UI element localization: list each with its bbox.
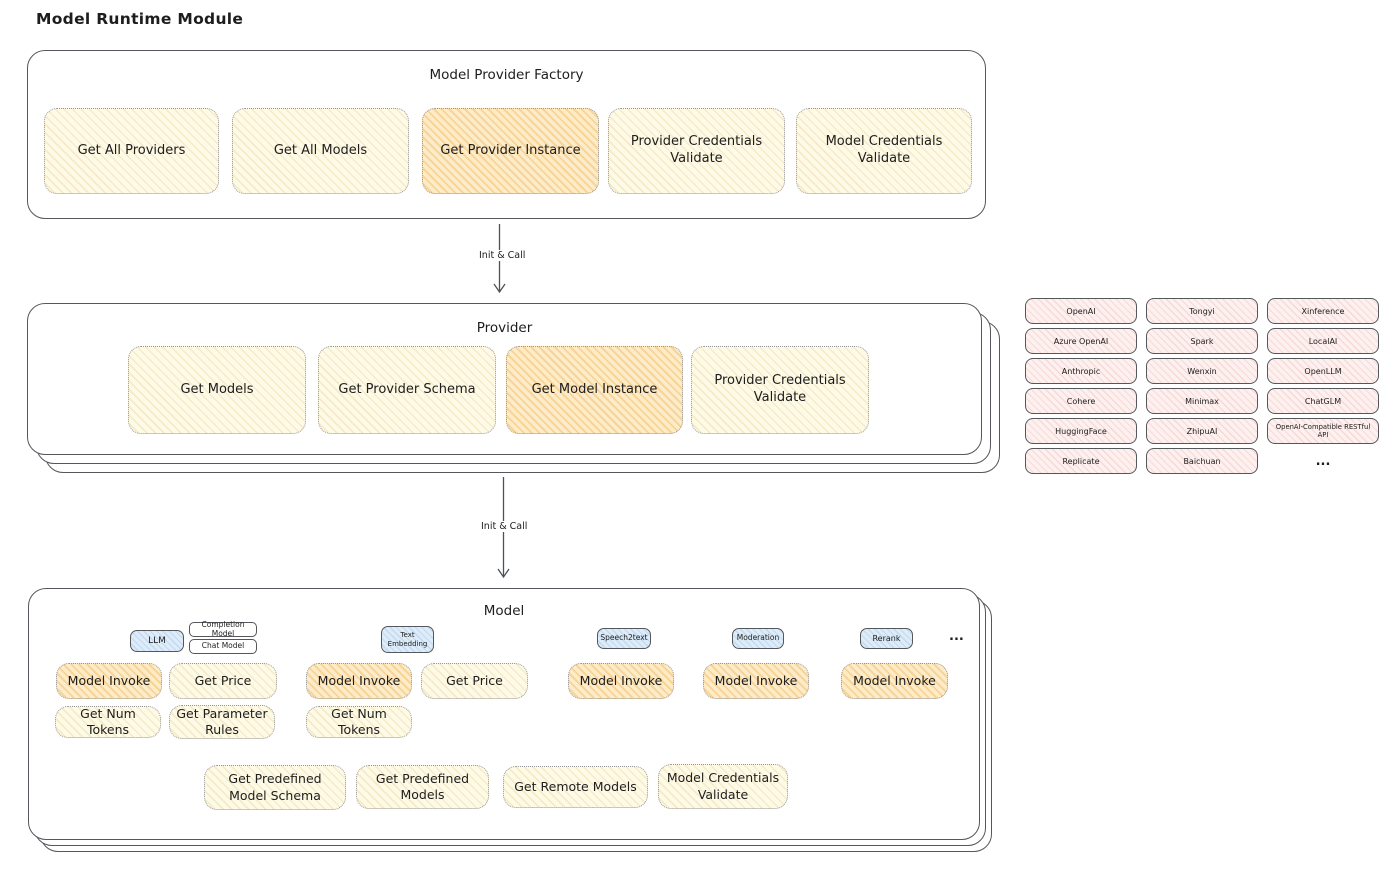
provider-chip-azure-openai: Azure OpenAI — [1025, 328, 1137, 354]
tag-text-embedding: Text Embedding — [381, 626, 434, 653]
model-panel: Model LLM Completion Model Chat Model Te… — [28, 588, 980, 840]
model-node-model-credentials-validate: Model Credentials Validate — [658, 764, 788, 809]
model-node-speech2text-model-invoke: Model Invoke — [568, 663, 674, 699]
provider-chip-openllm: OpenLLM — [1267, 358, 1379, 384]
provider-node-get-provider-schema: Get Provider Schema — [318, 346, 496, 434]
tag-chat-model: Chat Model — [189, 639, 257, 654]
tag-rerank: Rerank — [860, 628, 913, 649]
model-tags-ellipsis: ... — [949, 629, 964, 644]
model-node-get-predefined-model-schema: Get Predefined Model Schema — [204, 765, 346, 810]
model-node-llm-get-num-tokens: Get Num Tokens — [55, 706, 161, 738]
provider-list-ellipsis: ... — [1315, 453, 1331, 469]
provider-node-get-models: Get Models — [128, 346, 306, 434]
provider-node-provider-credentials-validate: Provider Credentials Validate — [691, 346, 869, 434]
provider-chip-chatglm: ChatGLM — [1267, 388, 1379, 414]
model-node-llm-get-price: Get Price — [169, 663, 277, 699]
provider-panel: Provider Get Models Get Provider Schema … — [27, 303, 982, 455]
provider-chip-anthropic: Anthropic — [1025, 358, 1137, 384]
model-node-embedding-get-num-tokens: Get Num Tokens — [306, 706, 412, 738]
factory-node-provider-credentials-validate: Provider Credentials Validate — [608, 108, 785, 194]
model-node-rerank-model-invoke: Model Invoke — [841, 663, 948, 699]
tag-llm: LLM — [130, 630, 184, 652]
provider-chip-huggingface: HuggingFace — [1025, 418, 1137, 444]
tag-moderation: Moderation — [732, 628, 784, 649]
model-node-embedding-model-invoke: Model Invoke — [306, 663, 412, 699]
factory-node-model-credentials-validate: Model Credentials Validate — [796, 108, 972, 194]
model-node-get-remote-models: Get Remote Models — [503, 766, 648, 808]
provider-panel-title: Provider — [476, 320, 533, 336]
provider-chip-spark: Spark — [1146, 328, 1258, 354]
model-node-embedding-get-price: Get Price — [421, 663, 528, 699]
arrow-label-init-call-2: Init & Call — [478, 521, 531, 532]
provider-list: OpenAI Tongyi Xinference Azure OpenAI Sp… — [1025, 298, 1379, 474]
provider-chip-wenxin: Wenxin — [1146, 358, 1258, 384]
provider-chip-openai: OpenAI — [1025, 298, 1137, 324]
model-node-llm-get-parameter-rules: Get Parameter Rules — [169, 705, 275, 739]
provider-chip-baichuan: Baichuan — [1146, 448, 1258, 474]
model-node-llm-model-invoke: Model Invoke — [56, 663, 162, 699]
provider-chip-openai-compatible-restful-api: OpenAI-Compatible RESTful API — [1267, 418, 1379, 444]
model-node-get-predefined-models: Get Predefined Models — [356, 765, 489, 809]
factory-node-get-all-providers: Get All Providers — [44, 108, 219, 194]
factory-node-get-all-models: Get All Models — [232, 108, 409, 194]
provider-chip-xinference: Xinference — [1267, 298, 1379, 324]
factory-node-get-provider-instance: Get Provider Instance — [422, 108, 599, 194]
model-node-moderation-model-invoke: Model Invoke — [703, 663, 809, 699]
provider-chip-minimax: Minimax — [1146, 388, 1258, 414]
factory-panel-title: Model Provider Factory — [429, 67, 584, 83]
tag-speech2text: Speech2text — [597, 628, 651, 649]
model-panel-title: Model — [483, 603, 525, 619]
page-title: Model Runtime Module — [36, 10, 244, 28]
provider-node-get-model-instance: Get Model Instance — [506, 346, 683, 434]
provider-chip-replicate: Replicate — [1025, 448, 1137, 474]
tag-completion-model: Completion Model — [189, 620, 257, 637]
provider-chip-cohere: Cohere — [1025, 388, 1137, 414]
provider-chip-tongyi: Tongyi — [1146, 298, 1258, 324]
provider-chip-zhipuai: ZhipuAI — [1146, 418, 1258, 444]
arrow-label-init-call-1: Init & Call — [476, 250, 529, 261]
provider-chip-localai: LocalAI — [1267, 328, 1379, 354]
factory-panel: Model Provider Factory Get All Providers… — [27, 50, 986, 219]
